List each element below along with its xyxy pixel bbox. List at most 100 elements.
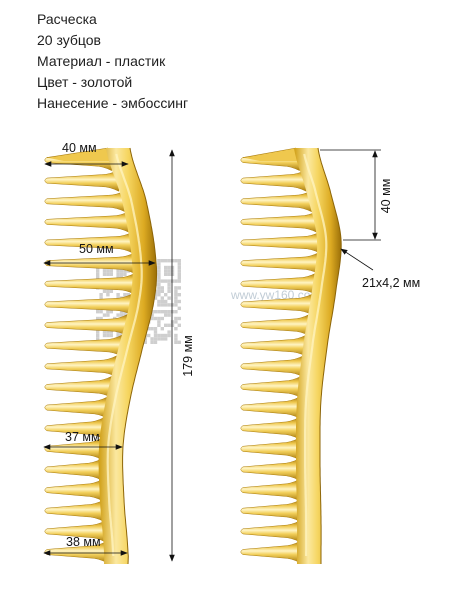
qr-module [99, 296, 103, 300]
dimension-lower-width: 37 мм [43, 430, 123, 450]
qr-module [160, 337, 164, 341]
qr-module [167, 259, 171, 263]
comb-tooth [240, 375, 302, 398]
comb-tooth [44, 314, 128, 337]
qr-module [170, 265, 175, 270]
qr-module [164, 279, 168, 283]
dimension-total-length: 179 мм [169, 149, 195, 562]
qr-module [167, 265, 171, 270]
qr-module [167, 282, 171, 287]
qr-module [157, 310, 161, 314]
comb-tooth [44, 190, 126, 213]
qr-module [153, 340, 158, 344]
qr-module [160, 310, 164, 314]
qr-module [153, 310, 158, 314]
dimension-label: 21x4,2 мм [362, 276, 420, 290]
qr-module [150, 337, 154, 341]
qr-module [153, 337, 158, 341]
qr-module [157, 337, 161, 341]
comb-top-edge [242, 147, 297, 158]
qr-module [160, 316, 164, 321]
qr-module [160, 303, 164, 307]
qr-module [170, 323, 175, 327]
spec-color: Цвет - золотой [37, 74, 133, 90]
comb-tooth [240, 190, 313, 213]
qr-module [147, 327, 151, 331]
qr-module [153, 333, 158, 338]
spec-decoration: Нанесение - эмбоссинг [37, 95, 189, 111]
qr-module [164, 303, 168, 307]
comb-tooth [240, 169, 307, 192]
comb-tooth [240, 437, 300, 460]
qr-module [126, 293, 130, 297]
qr-module [157, 293, 161, 297]
qr-module [157, 279, 161, 283]
comb-tooth [44, 479, 103, 502]
qr-module [113, 316, 117, 321]
qr-module [102, 330, 107, 334]
qr-module [157, 320, 161, 324]
qr-module [177, 323, 181, 327]
qr-module [157, 303, 161, 307]
qr-module [177, 269, 181, 273]
qr-module [170, 279, 175, 283]
comb-tooth [240, 479, 300, 502]
qr-module [167, 279, 171, 283]
dimension-label: 38 мм [66, 535, 101, 549]
qr-module [106, 333, 110, 338]
qr-module [174, 279, 178, 283]
comb-tooth [240, 334, 307, 357]
qr-module [157, 269, 161, 273]
comb-tooth [240, 210, 318, 233]
dimension-label: 37 мм [65, 430, 100, 444]
comb-tooth [240, 252, 320, 275]
comb-tooth [240, 314, 310, 337]
qr-module [96, 310, 100, 314]
qr-module [96, 316, 100, 321]
comb-tooth [240, 540, 301, 564]
qr-module [174, 303, 178, 307]
qr-module [177, 276, 181, 280]
qr-module [109, 333, 113, 338]
qr-module [157, 316, 161, 321]
qr-module [174, 337, 178, 341]
dimension-label: 179 мм [181, 335, 195, 377]
comb-top-cap [47, 148, 110, 161]
qr-module [160, 279, 164, 283]
qr-module [157, 333, 161, 338]
qr-module [99, 316, 103, 321]
qr-module [164, 310, 168, 314]
qr-module [170, 320, 175, 324]
comb-left-view [44, 147, 158, 565]
qr-module [174, 289, 178, 293]
comb-tooth [44, 231, 134, 254]
qr-module [170, 272, 175, 276]
spec-teeth-count: 20 зубцов [37, 32, 101, 48]
qr-module [170, 269, 175, 273]
qr-module [167, 323, 171, 327]
qr-module [96, 276, 100, 280]
qr-module [96, 333, 100, 338]
comb-tooth [44, 396, 108, 419]
qr-module [174, 316, 178, 321]
qr-module [157, 286, 161, 290]
comb-tooth [240, 520, 301, 543]
qr-module [157, 259, 161, 263]
qr-module [153, 316, 158, 321]
qr-module [167, 269, 171, 273]
qr-module [109, 289, 113, 293]
qr-module [177, 293, 181, 297]
comb-tooth [240, 458, 300, 481]
dimension-handle-section: 21x4,2 мм [340, 248, 420, 290]
comb-tooth [240, 231, 321, 254]
comb-tooth [44, 417, 105, 440]
qr-module [96, 272, 100, 276]
qr-module [177, 259, 181, 263]
qr-module [109, 269, 113, 273]
qr-module [170, 259, 175, 263]
qr-module [177, 262, 181, 266]
qr-module [102, 289, 107, 293]
comb-tooth [44, 499, 104, 522]
qr-module [109, 310, 113, 314]
